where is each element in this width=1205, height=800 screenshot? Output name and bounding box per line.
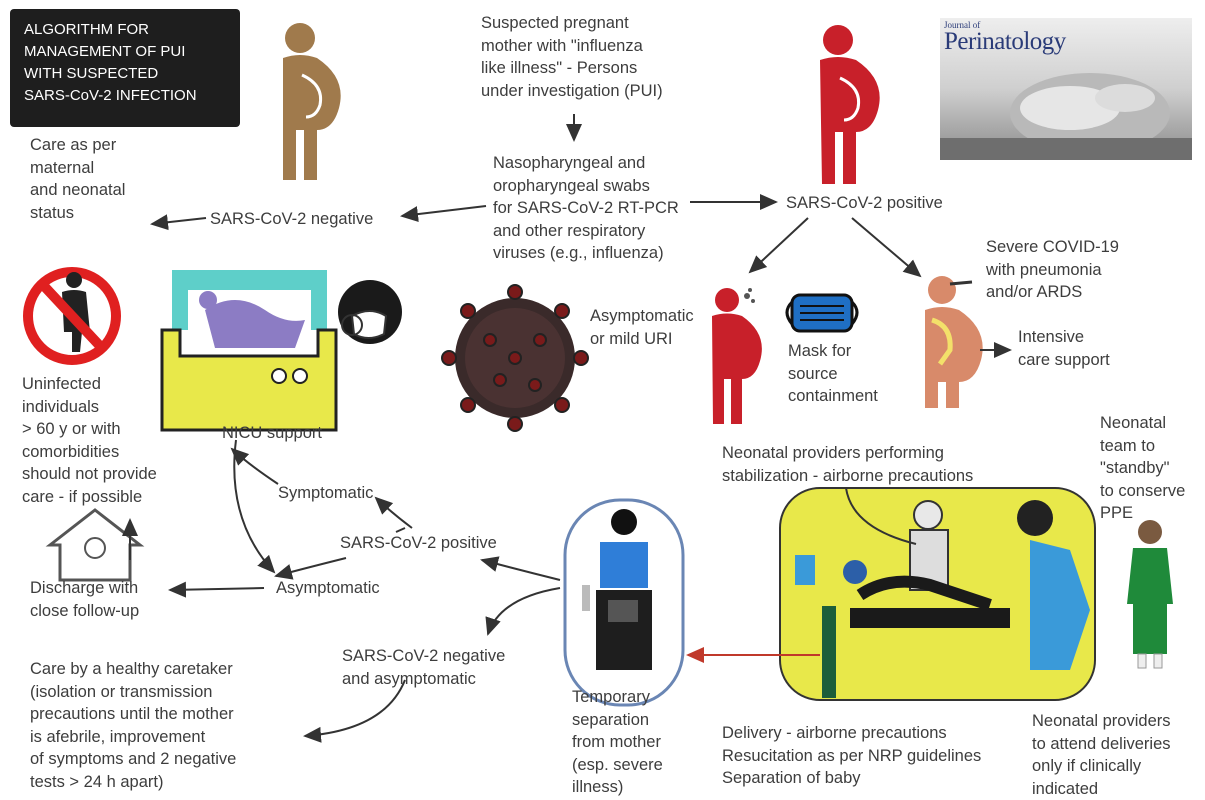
node-asymptomatic-mild: Asymptomatic or mild URI [590, 307, 694, 348]
node-suspected-pui: Suspected pregnant mother with "influenz… [481, 14, 663, 100]
face-mask-icon [785, 293, 859, 333]
node-neonatal-attend: Neonatal providers to attend deliveries … [1032, 712, 1171, 798]
home-icon [45, 508, 145, 582]
node-neonatal-providers-stabilization: Neonatal providers performing stabilizat… [722, 444, 974, 485]
nicu-incubator-icon [160, 270, 338, 432]
pregnant-woman-positive-icon [820, 25, 880, 184]
node-neonatal-team-standby: Neonatal team to "standby" to conserve P… [1100, 414, 1186, 522]
journal-cover-image: Journal of Perinatology [940, 18, 1192, 160]
node-intensive-care: Intensive care support [1018, 328, 1110, 369]
delivery-room-icon [779, 487, 1096, 701]
node-sars-negative: SARS-CoV-2 negative [210, 210, 374, 228]
flow-arrows [122, 114, 1012, 743]
coronavirus-icon [441, 284, 589, 432]
node-asymptomatic: Asymptomatic [276, 579, 380, 597]
node-symptomatic: Symptomatic [278, 484, 374, 502]
algorithm-title: ALGORITHM FOR MANAGEMENT OF PUI WITH SUS… [10, 9, 240, 127]
node-sars-positive-top: SARS-CoV-2 positive [786, 194, 943, 212]
node-discharge: Discharge with close follow-up [30, 579, 140, 620]
pregnant-woman-negative-icon [283, 23, 341, 180]
node-nicu-support: NICU support [222, 424, 322, 442]
node-sars-negative-asymptomatic: SARS-CoV-2 negative and asymptomatic [342, 647, 506, 688]
node-mask-containment: Mask for source containment [788, 342, 878, 405]
node-severe-covid: Severe COVID-19 with pneumonia and/or AR… [986, 238, 1119, 301]
journal-name: Perinatology [944, 28, 1066, 55]
masked-person-icon [338, 280, 402, 344]
node-healthy-caretaker: Care by a healthy caretaker (isolation o… [30, 660, 237, 791]
node-delivery: Delivery - airborne precautions Resucita… [722, 724, 982, 787]
node-care-status: Care as per maternal and neonatal status [30, 136, 126, 222]
pregnant-woman-cough-icon [712, 288, 762, 424]
node-swabs: Nasopharyngeal and oropharyngeal swabs f… [493, 154, 679, 262]
node-uninfected-individuals: Uninfected individuals > 60 y or with co… [22, 375, 157, 506]
node-temporary-separation: Temporary separation from mother (esp. s… [572, 688, 663, 796]
neonatal-team-person-icon [1127, 520, 1173, 669]
pregnant-woman-severe-icon [925, 276, 983, 408]
separation-capsule-icon [563, 498, 685, 707]
no-elderly-sign-icon [23, 267, 121, 365]
journal-subtitle: Journal of [944, 20, 981, 30]
node-sars-positive-mid: SARS-CoV-2 positive [340, 534, 497, 552]
